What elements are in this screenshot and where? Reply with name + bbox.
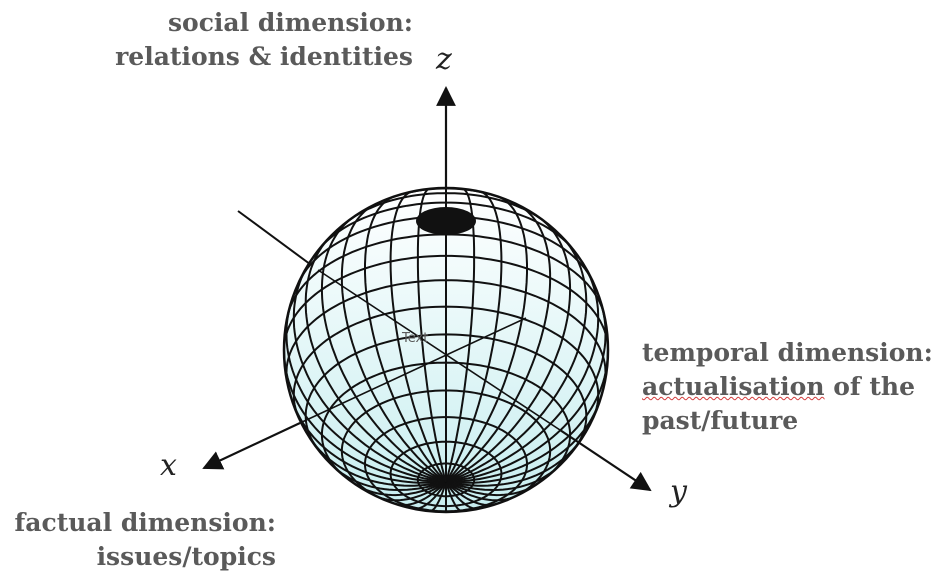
longitude-line bbox=[328, 462, 447, 492]
longitude-line bbox=[320, 215, 447, 483]
longitude-line bbox=[304, 233, 447, 483]
x-axis-label: x bbox=[160, 448, 177, 483]
x-axis bbox=[202, 422, 301, 470]
factual-line-1: factual dimension: bbox=[14, 508, 276, 537]
sphere-grid bbox=[284, 188, 608, 512]
longitude-line bbox=[445, 262, 600, 483]
z-axis-label: z bbox=[436, 42, 452, 77]
longitude-line bbox=[373, 480, 447, 502]
factual-dimension-label: factual dimension: issues/topics bbox=[14, 506, 276, 574]
longitude-line bbox=[445, 195, 528, 483]
temporal-line-1: temporal dimension: bbox=[642, 338, 933, 367]
factual-line-2: issues/topics bbox=[96, 542, 276, 571]
longitude-line bbox=[445, 215, 572, 483]
longitude-line bbox=[445, 480, 539, 497]
longitude-line bbox=[445, 190, 503, 483]
longitude-line bbox=[429, 481, 447, 512]
longitude-line bbox=[306, 432, 447, 487]
longitude-line bbox=[446, 349, 608, 483]
longitude-line bbox=[364, 195, 447, 483]
temporal-dimension-label: temporal dimension: actualisation of the… bbox=[642, 336, 933, 438]
longitude-line bbox=[284, 349, 446, 483]
longitude-line bbox=[445, 188, 476, 483]
temporal-line-3: past/future bbox=[642, 406, 799, 435]
longitude-line bbox=[340, 202, 447, 483]
back-diagonal-axis bbox=[237, 210, 319, 271]
social-dimension-label: social dimension: relations & identities bbox=[115, 6, 413, 74]
longitude-line bbox=[445, 462, 564, 492]
longitude-line bbox=[288, 393, 447, 484]
longitude-line bbox=[416, 188, 447, 483]
longitude-line bbox=[445, 481, 463, 512]
longitude-line bbox=[445, 481, 499, 507]
longitude-line bbox=[353, 480, 447, 497]
longitude-line bbox=[445, 202, 552, 483]
y-axis-label: y bbox=[670, 474, 687, 509]
longitude-line bbox=[411, 481, 447, 510]
longitude-line bbox=[445, 432, 586, 487]
spellcheck-word: actualisation bbox=[642, 372, 825, 401]
longitude-line bbox=[445, 233, 588, 483]
longitude-line bbox=[389, 190, 447, 483]
y-axis bbox=[559, 429, 652, 492]
longitude-line bbox=[445, 301, 607, 483]
longitude-line bbox=[292, 262, 447, 483]
temporal-line-2-rest: of the bbox=[824, 372, 915, 401]
temporal-line-2: actualisation of the bbox=[642, 370, 933, 404]
social-line-1: social dimension: bbox=[167, 8, 413, 37]
longitude-line bbox=[445, 393, 604, 484]
social-line-2: relations & identities bbox=[115, 42, 413, 71]
diag-axis-inside bbox=[317, 269, 561, 431]
longitude-line bbox=[445, 481, 481, 510]
longitude-line bbox=[393, 481, 447, 507]
longitude-line bbox=[285, 301, 447, 483]
longitude-line bbox=[445, 480, 519, 502]
stray-text: Text bbox=[402, 331, 429, 346]
x-axis-inside bbox=[299, 317, 527, 424]
pole-cap bbox=[416, 207, 476, 235]
